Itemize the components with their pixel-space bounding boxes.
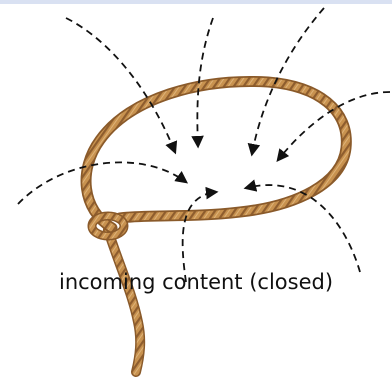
rope-loop xyxy=(86,81,346,228)
dashed-arrow-icon xyxy=(66,18,175,152)
dashed-arrow-icon xyxy=(18,162,186,204)
diagram-caption: incoming content (closed) xyxy=(0,270,392,294)
dashed-arrow-icon xyxy=(183,192,216,282)
rope-tail xyxy=(108,230,140,372)
